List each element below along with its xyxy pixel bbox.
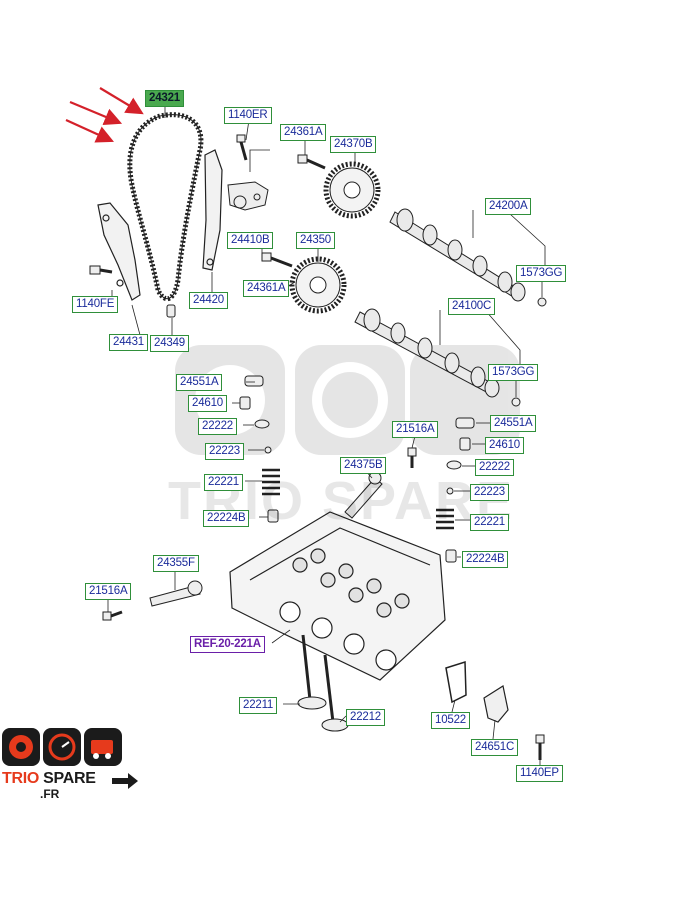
label-24100c[interactable]: 24100C (448, 298, 496, 315)
label-24361a-mid[interactable]: 24361A (243, 280, 290, 297)
label-22223-left[interactable]: 22223 (205, 443, 244, 460)
chain-guide-right (202, 149, 223, 271)
ocv-24375b (344, 471, 383, 519)
label-ref-20-221a[interactable]: REF.20-221A (190, 636, 265, 653)
label-22212[interactable]: 22212 (346, 709, 385, 726)
brand-arrow-icon (112, 773, 138, 789)
label-24355f[interactable]: 24355F (153, 555, 199, 572)
label-24551a-left[interactable]: 24551A (176, 374, 223, 391)
label-22221-left[interactable]: 22221 (204, 474, 243, 491)
label-24375b[interactable]: 24375B (340, 457, 387, 474)
label-24200a[interactable]: 24200A (485, 198, 532, 215)
label-24651c[interactable]: 24651C (471, 739, 519, 756)
cotter-22223-right (446, 487, 454, 495)
bolt-1140fe (89, 265, 113, 275)
label-21516a-right[interactable]: 21516A (392, 421, 439, 438)
label-24321[interactable]: 24321 (145, 90, 184, 107)
label-1140er[interactable]: 1140ER (224, 107, 272, 124)
label-22222-left[interactable]: 22222 (198, 418, 237, 435)
ocv-24355f (149, 580, 203, 607)
label-24610-left[interactable]: 24610 (188, 395, 227, 412)
bolt-1140er (236, 134, 248, 161)
cotter-22223-left (264, 446, 272, 454)
hla-24551a-left (244, 375, 264, 387)
gasket-10522 (445, 660, 467, 704)
label-1140ep[interactable]: 1140EP (516, 765, 563, 782)
brand-domain: .FR (40, 787, 60, 801)
timing-chain (127, 112, 204, 302)
spring-22221-left (262, 468, 280, 496)
label-24551a-right[interactable]: 24551A (490, 415, 537, 432)
label-22211[interactable]: 22211 (239, 697, 278, 714)
leader-lines-lower (107, 381, 541, 765)
cover-24651c (483, 685, 509, 723)
hla-24551a-right (455, 417, 475, 429)
plugs-1573gg (511, 297, 547, 407)
label-24349[interactable]: 24349 (150, 335, 189, 352)
brand-name: TRIO SPARE (2, 770, 96, 788)
label-24361a-top[interactable]: 24361A (280, 124, 327, 141)
label-22224b-right[interactable]: 22224B (462, 551, 509, 568)
bolt-24361a-upper (297, 154, 326, 170)
label-22224b-left[interactable]: 22224B (203, 510, 250, 527)
pointer-arrows (65, 87, 144, 143)
label-22222-right[interactable]: 22222 (475, 459, 514, 476)
camshaft-24200a (389, 208, 526, 302)
spring-22221-right (436, 508, 454, 530)
label-21516a-left[interactable]: 21516A (85, 583, 132, 600)
seal-22224b-left (267, 509, 279, 523)
cylinder-head (229, 511, 446, 681)
label-24420[interactable]: 24420 (189, 292, 228, 309)
retainer-22222-left (254, 419, 270, 429)
label-1573gg-top[interactable]: 1573GG (516, 265, 567, 282)
label-22223-right[interactable]: 22223 (470, 484, 509, 501)
bolt-24361a-lower (261, 252, 293, 268)
label-1140fe[interactable]: 1140FE (72, 296, 119, 313)
valve-22212 (321, 654, 349, 732)
label-10522[interactable]: 10522 (431, 712, 470, 729)
chain-guide-left (97, 202, 141, 301)
brand-name-trio: TRIO (2, 770, 44, 787)
label-22221-right[interactable]: 22221 (470, 514, 509, 531)
label-24610-right[interactable]: 24610 (485, 437, 524, 454)
brand-name-spare: SPARE (43, 770, 96, 787)
retainer-22222-right (446, 460, 462, 470)
bolt-1140ep (535, 734, 545, 760)
pin-24349 (166, 304, 176, 318)
valve-22211 (297, 634, 327, 710)
camshaft-24100c (354, 308, 500, 398)
cam-sprocket-upper (323, 161, 381, 219)
cam-sprocket-lower (289, 256, 347, 314)
label-24431[interactable]: 24431 (109, 334, 148, 351)
label-1573gg-mid[interactable]: 1573GG (488, 364, 539, 381)
seal-22224b-right (445, 549, 457, 563)
brand-logo-icons (2, 728, 122, 766)
tensioner-24410b (227, 181, 269, 211)
bolt-21516a-right (407, 447, 417, 468)
lifter-24610-left (239, 396, 251, 410)
label-24410b[interactable]: 24410B (227, 232, 274, 249)
label-24350[interactable]: 24350 (296, 232, 335, 249)
bolt-21516a-left (102, 610, 123, 621)
label-24370b[interactable]: 24370B (330, 136, 377, 153)
lifter-24610-right (459, 437, 471, 451)
